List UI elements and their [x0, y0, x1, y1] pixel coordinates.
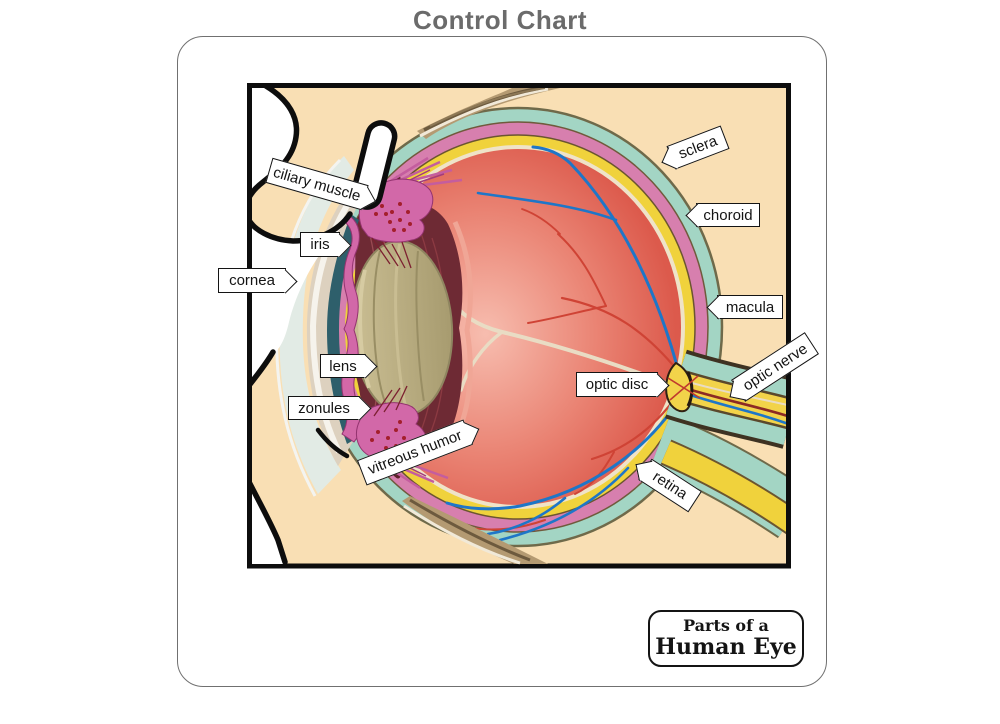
- callout-label: lens: [329, 357, 357, 375]
- badge-subtitle: Parts of a: [683, 615, 769, 635]
- callout-optic-disc: optic disc: [576, 372, 670, 398]
- callout-label: optic disc: [585, 376, 649, 393]
- diagram-title-badge: Parts of a Human Eye: [648, 610, 804, 667]
- lower-lid-crease: [315, 427, 350, 459]
- callout-iris: iris: [300, 232, 352, 258]
- callout-cornea: cornea: [218, 268, 298, 294]
- callout-label: choroid: [703, 206, 753, 224]
- callout-choroid: choroid: [684, 203, 760, 228]
- blood-vessels: [445, 145, 684, 542]
- page-title: Control Chart: [412, 5, 588, 35]
- optic-disc: [665, 361, 701, 413]
- callout-label: zonules: [298, 399, 350, 417]
- badge-title: Human Eye: [655, 634, 797, 661]
- callout-macula: macula: [705, 295, 783, 320]
- optic-nerve-lower-sheath: [649, 414, 786, 539]
- callout-label: iris: [310, 236, 330, 253]
- callout-label: macula: [725, 298, 775, 316]
- callout-label: cornea: [229, 272, 275, 289]
- muscle-tendon-top: [417, 88, 560, 139]
- muscle-tendon-bottom: [402, 496, 548, 565]
- iris-shape: [341, 215, 363, 443]
- callout-lens: lens: [320, 354, 378, 379]
- callout-zonules: zonules: [288, 396, 372, 421]
